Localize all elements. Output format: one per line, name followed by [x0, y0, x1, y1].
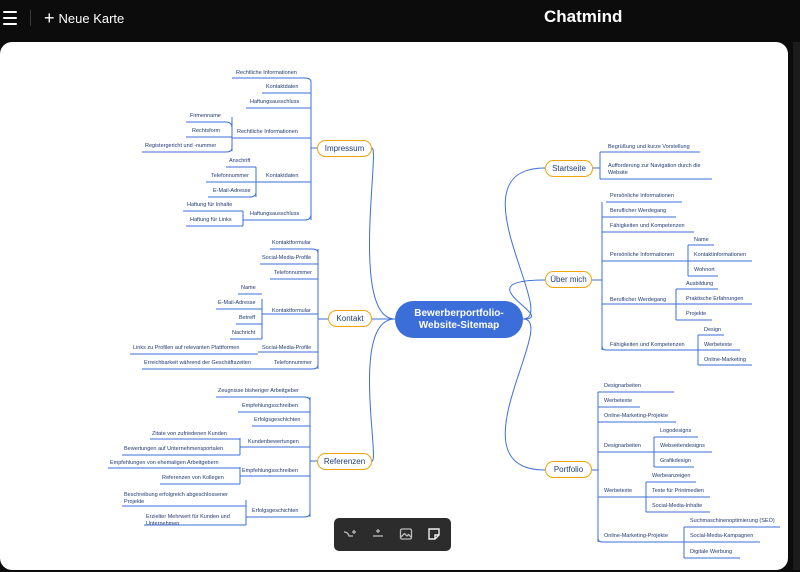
node-portfolio[interactable]: Suchmaschinenoptimierung (SEO): [690, 518, 775, 524]
node-impressum[interactable]: Haftung für Links: [190, 217, 232, 223]
note-icon[interactable]: [426, 526, 442, 542]
node-portfolio[interactable]: Social-Media-Inhalte: [652, 503, 703, 509]
node-impressum[interactable]: Haftungsausschluss: [250, 99, 300, 105]
node-ueber-mich[interactable]: Ausbildung: [686, 281, 714, 287]
node-ueber-mich[interactable]: Fähigkeiten und Kompetenzen: [610, 223, 685, 229]
node-referenzen[interactable]: Empfehlungen von ehemaligen Arbeitgebern: [110, 460, 219, 466]
node-portfolio[interactable]: Online-Marketing-Projekte: [604, 533, 668, 539]
node-portfolio[interactable]: Webseitendesigns: [660, 443, 705, 449]
node-kontakt[interactable]: Links zu Profilen auf relevanten Plattfo…: [133, 345, 240, 351]
connector-lines: [108, 77, 780, 559]
node-ueber-mich[interactable]: Projekte: [686, 311, 707, 317]
node-kontakt[interactable]: Telefonnummer: [274, 270, 312, 276]
branch-referenzen[interactable]: Referenzen: [317, 453, 372, 470]
branch-startseite[interactable]: Startseite: [545, 160, 593, 177]
root-node[interactable]: Bewerberportfolio-Website-Sitemap: [395, 301, 523, 338]
mindmap-canvas[interactable]: Bewerberportfolio-Website-Sitemap Impres…: [0, 42, 788, 570]
node-kontakt[interactable]: Erreichbarkeit während der Geschäftszeit…: [144, 360, 251, 366]
node-referenzen[interactable]: Erfolgsgeschichten: [254, 417, 301, 423]
node-portfolio[interactable]: Werbetexte: [604, 488, 633, 494]
node-portfolio[interactable]: Texte für Printmedien: [652, 488, 704, 494]
node-kontakt[interactable]: Betreff: [239, 315, 256, 321]
node-ueber-mich[interactable]: Name: [694, 237, 709, 243]
node-impressum[interactable]: Rechtliche Informationen: [237, 129, 298, 135]
node-impressum[interactable]: Kontaktdaten: [266, 173, 299, 179]
node-ueber-mich[interactable]: Kontaktinformationen: [694, 252, 746, 258]
node-kontakt[interactable]: Name: [241, 285, 256, 291]
node-kontakt[interactable]: Kontaktformular: [272, 308, 311, 314]
node-referenzen[interactable]: Erfolgsgeschichten: [252, 508, 299, 514]
plus-icon: +: [44, 8, 55, 28]
node-portfolio[interactable]: Social-Media-Kampagnen: [690, 533, 754, 539]
node-kontakt[interactable]: Social-Media-Profile: [262, 255, 312, 261]
node-portfolio[interactable]: Designarbeiten: [604, 383, 641, 389]
node-impressum[interactable]: Registergericht und -nummer: [145, 143, 217, 149]
node-impressum[interactable]: Rechtliche Informationen: [236, 70, 297, 76]
node-impressum[interactable]: Rechtsform: [192, 128, 221, 134]
node-referenzen[interactable]: Referenzen von Kollegen: [162, 475, 224, 481]
node-referenzen[interactable]: Erzielter Mehrwert für Kunden und Untern…: [146, 514, 230, 527]
node-ueber-mich[interactable]: Werbetexte: [704, 342, 733, 348]
node-kontakt[interactable]: Telefonnummer: [274, 360, 312, 366]
divider: [30, 10, 31, 26]
node-referenzen[interactable]: Empfehlungsschreiben: [242, 403, 298, 409]
node-kontakt[interactable]: Kontaktformular: [272, 240, 311, 246]
branch-ueber-mich[interactable]: Über mich: [545, 271, 592, 288]
node-portfolio[interactable]: Werbetexte: [604, 398, 633, 404]
branch-portfolio[interactable]: Portfolio: [545, 461, 592, 478]
add-sibling-icon[interactable]: [370, 526, 386, 542]
new-map-button[interactable]: + Neue Karte: [44, 9, 124, 27]
node-kontakt[interactable]: E-Mail-Adresse: [218, 300, 256, 306]
bottom-toolbar: [334, 518, 451, 551]
node-ueber-mich[interactable]: Persönliche Informationen: [610, 252, 674, 258]
node-ueber-mich[interactable]: Beruflicher Werdegang: [610, 208, 667, 214]
node-impressum[interactable]: Anschrift: [229, 158, 251, 164]
menu-icon[interactable]: [3, 11, 17, 25]
node-ueber-mich[interactable]: Design: [704, 327, 722, 333]
node-portfolio[interactable]: Logodesigns: [660, 428, 692, 434]
node-portfolio[interactable]: Online-Marketing-Projekte: [604, 413, 668, 419]
node-portfolio[interactable]: Designarbeiten: [604, 443, 641, 449]
node-referenzen[interactable]: Empfehlungsschreiben: [242, 468, 298, 474]
side-panel-edge: [793, 42, 800, 570]
node-ueber-mich[interactable]: Praktische Erfahrungen: [686, 296, 744, 302]
node-ueber-mich[interactable]: Online-Marketing: [704, 357, 746, 363]
node-portfolio[interactable]: Grafikdesign: [660, 458, 691, 464]
brand-logo: Chatmind: [544, 7, 623, 26]
node-startseite[interactable]: Begrüßung und kurze Vorstellung: [608, 144, 690, 150]
branch-kontakt[interactable]: Kontakt: [328, 310, 372, 327]
node-impressum[interactable]: E-Mail-Adresse: [213, 188, 251, 194]
add-child-icon[interactable]: [342, 526, 358, 542]
node-referenzen[interactable]: Bewertungen auf Unternehmensportalen: [124, 446, 224, 452]
node-ueber-mich[interactable]: Persönliche Informationen: [610, 193, 674, 199]
node-ueber-mich[interactable]: Fähigkeiten und Kompetenzen: [610, 342, 685, 348]
branch-impressum[interactable]: Impressum: [317, 140, 372, 157]
node-referenzen[interactable]: Beschreibung erfolgreich abgeschlossener…: [124, 492, 228, 505]
node-impressum[interactable]: Haftung für Inhalte: [187, 202, 233, 208]
new-map-label: Neue Karte: [58, 10, 125, 26]
node-startseite[interactable]: Aufforderung zur Navigation durch die We…: [608, 163, 701, 176]
top-bar: + Neue Karte Chatmind: [0, 0, 800, 40]
node-impressum[interactable]: Kontaktdaten: [266, 84, 299, 90]
node-portfolio[interactable]: Digitale Werbung: [690, 549, 733, 555]
node-referenzen[interactable]: Kundenbewertungen: [248, 439, 299, 445]
node-referenzen[interactable]: Zitate von zufriedenen Kunden: [152, 431, 227, 437]
node-impressum[interactable]: Firmenname: [190, 113, 221, 119]
node-portfolio[interactable]: Werbeanzeigen: [652, 473, 691, 479]
image-icon[interactable]: [398, 526, 414, 542]
node-kontakt[interactable]: Nachricht: [232, 330, 256, 336]
node-impressum[interactable]: Telefonnummer: [211, 173, 249, 179]
node-referenzen[interactable]: Zeugnisse bisheriger Arbeitgeber: [218, 388, 299, 394]
node-ueber-mich[interactable]: Beruflicher Werdegang: [610, 297, 667, 303]
node-impressum[interactable]: Haftungsausschluss: [250, 211, 300, 217]
node-kontakt[interactable]: Social-Media-Profile: [262, 345, 312, 351]
node-ueber-mich[interactable]: Wohnort: [694, 267, 715, 273]
